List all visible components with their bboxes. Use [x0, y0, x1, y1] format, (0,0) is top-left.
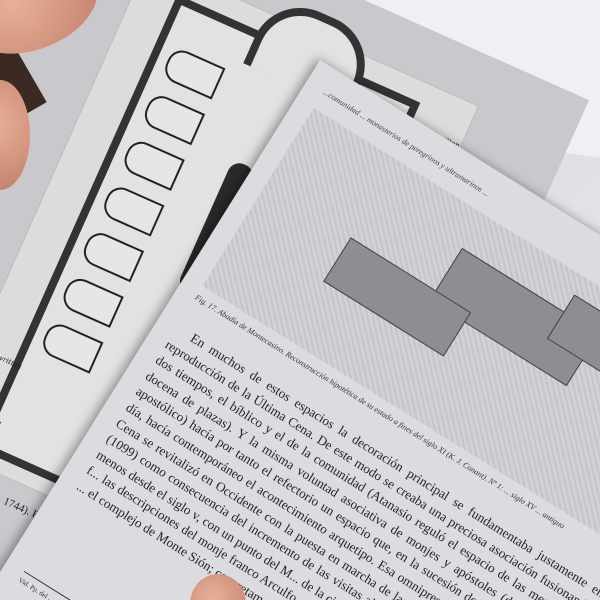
table — [119, 137, 185, 191]
table — [58, 274, 124, 328]
footnote: Vid. Pp. del ... / Ver. K. B. ... — [16, 576, 190, 600]
table — [38, 319, 104, 374]
table — [160, 45, 226, 100]
table — [99, 182, 165, 237]
table — [79, 228, 145, 283]
table — [140, 91, 206, 146]
